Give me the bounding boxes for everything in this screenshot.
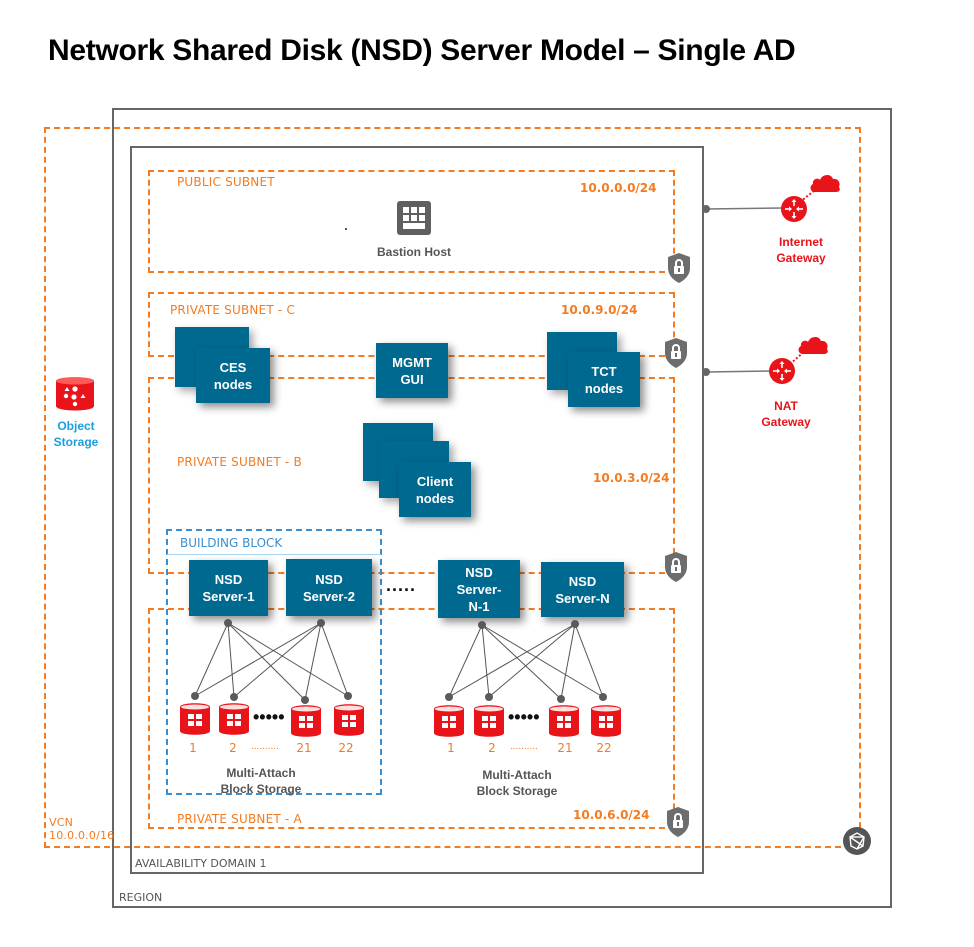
vcn-container bbox=[44, 127, 861, 848]
tct-nodes[interactable]: TCT nodes bbox=[568, 352, 640, 407]
disk-number: 2 bbox=[488, 741, 496, 755]
block-volume-icon[interactable] bbox=[548, 704, 580, 738]
client-nodes[interactable]: Client nodes bbox=[399, 462, 471, 517]
block-volume-icon[interactable] bbox=[433, 704, 465, 738]
ces-nodes[interactable]: CES nodes bbox=[196, 348, 270, 403]
internet-gateway-icon[interactable] bbox=[780, 195, 808, 223]
disk-number: 1 bbox=[447, 741, 455, 755]
building-block bbox=[166, 529, 382, 795]
block-volume-icon[interactable] bbox=[590, 704, 622, 738]
disk-number: 1 bbox=[189, 741, 197, 755]
left-storage-links bbox=[194, 622, 349, 701]
private-subnet-c-cidr: 10.0.9.0/24 bbox=[561, 303, 638, 317]
link-endpoint bbox=[702, 368, 710, 376]
vcn-label: VCN bbox=[49, 816, 74, 829]
private-subnet-b-label: PRIVATE SUBNET - B bbox=[177, 455, 302, 469]
public-subnet bbox=[148, 170, 675, 273]
right-storage-links bbox=[448, 623, 604, 700]
public-subnet-cidr: 10.0.0.0/24 bbox=[580, 181, 657, 195]
block-volume-icon[interactable] bbox=[218, 702, 250, 736]
nat-gateway-label: NAT Gateway bbox=[761, 399, 811, 429]
private-subnet-a-label: PRIVATE SUBNET - A bbox=[177, 812, 302, 826]
region-container bbox=[112, 108, 892, 908]
block-volume-icon[interactable] bbox=[473, 704, 505, 738]
disk-numbers-ellipsis: .......... bbox=[510, 741, 538, 752]
block-volume-icon[interactable] bbox=[333, 703, 365, 737]
internet-gateway-label: Internet Gateway bbox=[776, 235, 826, 265]
nsd-server-n-1[interactable]: NSD Server- N-1 bbox=[438, 560, 520, 618]
block-volume-icon[interactable] bbox=[179, 702, 211, 736]
disk-ellipsis: ••••• bbox=[253, 707, 285, 727]
disk-number: 22 bbox=[596, 741, 612, 755]
bastion-host[interactable] bbox=[397, 201, 431, 235]
bastion-host-icon bbox=[397, 201, 431, 235]
nsd-server-n[interactable]: NSD Server-N bbox=[541, 562, 624, 617]
bastion-host-label: Bastion Host bbox=[376, 245, 451, 259]
link-endpoint bbox=[702, 205, 710, 213]
right-block-storage-label: Multi-Attach Block Storage bbox=[476, 768, 558, 798]
security-list-icon bbox=[665, 552, 687, 582]
cloud-icon bbox=[810, 174, 840, 192]
internet-cloud-link bbox=[799, 189, 816, 203]
mgmt-gui-node[interactable]: MGMT GUI bbox=[376, 343, 448, 398]
nat-gateway-link bbox=[705, 370, 772, 373]
nat-gateway-icon[interactable] bbox=[768, 357, 796, 385]
region-label: REGION bbox=[119, 891, 163, 904]
nsd-server-1[interactable]: NSD Server-1 bbox=[189, 560, 268, 616]
private-subnet-a bbox=[148, 608, 675, 829]
object-storage-label: Object Storage bbox=[53, 419, 99, 449]
availability-domain-label: AVAILABILITY DOMAIN 1 bbox=[135, 857, 267, 870]
nsd-server-ellipsis: ..... bbox=[386, 575, 417, 595]
disk-number: 2 bbox=[229, 741, 237, 755]
stray-dot bbox=[345, 228, 347, 230]
private-subnet-c-label: PRIVATE SUBNET - C bbox=[170, 303, 296, 317]
link-nodes bbox=[191, 619, 607, 704]
service-gateway-icon[interactable] bbox=[842, 826, 872, 856]
disk-numbers-ellipsis: .......... bbox=[251, 741, 279, 752]
object-storage-icon[interactable] bbox=[55, 376, 95, 412]
security-list-icon bbox=[667, 807, 689, 837]
cloud-icon bbox=[798, 336, 828, 354]
availability-domain-container bbox=[130, 146, 704, 874]
private-subnet-a-cidr: 10.0.6.0/24 bbox=[573, 808, 650, 822]
nsd-server-2[interactable]: NSD Server-2 bbox=[286, 559, 372, 616]
vcn-cidr: 10.0.0.0/16 bbox=[49, 829, 115, 842]
disk-number: 22 bbox=[338, 741, 354, 755]
security-list-icon bbox=[665, 338, 687, 368]
disk-number: 21 bbox=[557, 741, 573, 755]
diagram-title: Network Shared Disk (NSD) Server Model –… bbox=[48, 34, 796, 67]
private-subnet-b-cidr: 10.0.3.0/24 bbox=[593, 471, 670, 485]
internet-gateway-link bbox=[705, 207, 784, 210]
disk-number: 21 bbox=[296, 741, 312, 755]
public-subnet-label: PUBLIC SUBNET bbox=[177, 175, 275, 189]
building-block-divider bbox=[167, 554, 381, 555]
building-block-label: BUILDING BLOCK bbox=[180, 536, 283, 550]
security-list-icon bbox=[668, 253, 690, 283]
block-volume-icon[interactable] bbox=[290, 704, 322, 738]
disk-ellipsis: ••••• bbox=[508, 707, 540, 727]
left-block-storage-label: Multi-Attach Block Storage bbox=[220, 766, 302, 796]
